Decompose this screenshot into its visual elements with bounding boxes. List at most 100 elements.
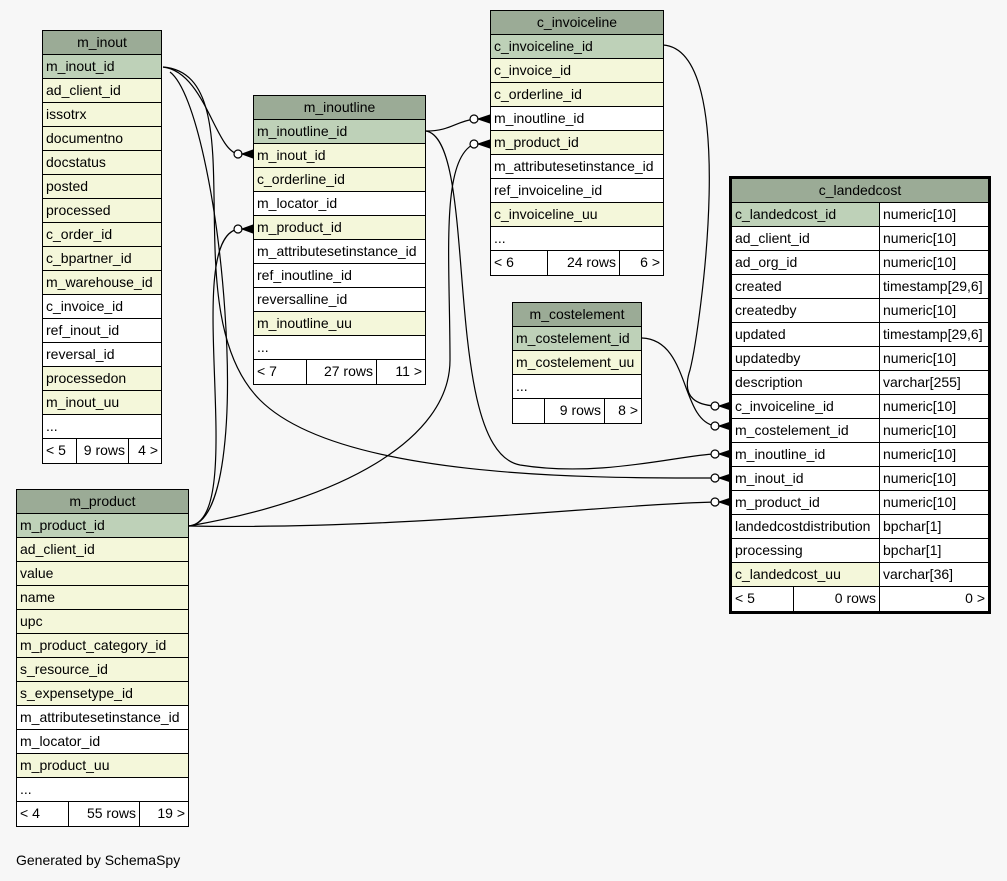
- footer-children[interactable]: 19 >: [157, 805, 185, 821]
- column-name[interactable]: updated: [732, 323, 880, 346]
- table-title[interactable]: m_product: [17, 490, 188, 514]
- column-row[interactable]: processedon: [43, 367, 161, 391]
- column-name[interactable]: c_landedcost_uu: [732, 563, 880, 586]
- table-title[interactable]: m_costelement: [513, 303, 641, 327]
- footer-children[interactable]: 4 >: [138, 442, 158, 458]
- column-row[interactable]: m_attributesetinstance_id: [254, 240, 425, 264]
- footer-parents[interactable]: < 5: [732, 587, 794, 611]
- column-row[interactable]: m_product_id: [254, 216, 425, 240]
- table-c_invoiceline[interactable]: c_invoiceline c_invoiceline_id c_invoice…: [490, 10, 664, 276]
- footer-children[interactable]: 0 >: [965, 590, 985, 606]
- column-row[interactable]: m_product_id: [491, 131, 663, 155]
- column-name[interactable]: description: [732, 371, 880, 394]
- footer-children[interactable]: 6 >: [640, 254, 660, 270]
- column-name[interactable]: landedcostdistribution: [732, 515, 880, 538]
- column-name[interactable]: m_inoutline_id: [732, 443, 880, 466]
- table-title[interactable]: m_inout: [43, 31, 161, 55]
- column-row[interactable]: m_attributesetinstance_id: [491, 155, 663, 179]
- column-name[interactable]: ad_client_id: [732, 227, 880, 250]
- column-row[interactable]: c_orderline_id: [254, 168, 425, 192]
- column-name[interactable]: updatedby: [732, 347, 880, 370]
- column-row[interactable]: reversal_id: [43, 343, 161, 367]
- column-row[interactable]: reversalline_id: [254, 288, 425, 312]
- footer-parents[interactable]: < 4: [17, 802, 69, 826]
- table-m_costelement[interactable]: m_costelement m_costelement_id m_costele…: [512, 302, 642, 424]
- column-row[interactable]: s_resource_id: [17, 658, 188, 682]
- column-row[interactable]: c_invoice_id: [43, 295, 161, 319]
- column-row[interactable]: m_warehouse_id: [43, 271, 161, 295]
- column-name[interactable]: createdby: [732, 299, 880, 322]
- column-row[interactable]: m_inoutline_id: [491, 107, 663, 131]
- column-row[interactable]: docstatus: [43, 151, 161, 175]
- column-name[interactable]: m_costelement_id: [732, 419, 880, 442]
- column-row[interactable]: m_costelement_uu: [513, 351, 641, 375]
- footer-children[interactable]: 11 >: [395, 363, 422, 379]
- column-row[interactable]: m_locator_id: [17, 730, 188, 754]
- column-row-more[interactable]: ...: [254, 336, 425, 360]
- column-row[interactable]: posted: [43, 175, 161, 199]
- column-row[interactable]: s_expensetype_id: [17, 682, 188, 706]
- column-row[interactable]: ad_client_id: [43, 79, 161, 103]
- column-row[interactable]: c_order_id: [43, 223, 161, 247]
- column-row[interactable]: c_bpartner_id: [43, 247, 161, 271]
- column-row[interactable]: name: [17, 586, 188, 610]
- column-row[interactable]: c_orderline_id: [491, 83, 663, 107]
- column-row[interactable]: m_inoutline_uu: [254, 312, 425, 336]
- column-row[interactable]: ref_inout_id: [43, 319, 161, 343]
- column-row[interactable]: c_invoiceline_uu: [491, 203, 663, 227]
- column-row[interactable]: ref_inoutline_id: [254, 264, 425, 288]
- footer-parents[interactable]: < 6: [491, 251, 548, 275]
- column-row[interactable]: m_attributesetinstance_id: [17, 706, 188, 730]
- column-row[interactable]: ref_invoiceline_id: [491, 179, 663, 203]
- table-title[interactable]: c_invoiceline: [491, 11, 663, 35]
- column-row[interactable]: upc: [17, 610, 188, 634]
- column-name[interactable]: created: [732, 275, 880, 298]
- footer-parents[interactable]: < 5: [43, 439, 77, 463]
- column-name[interactable]: c_landedcost_id: [732, 203, 880, 226]
- table-m_inout[interactable]: m_inout m_inout_id ad_client_id issotrx …: [42, 30, 162, 464]
- column-row[interactable]: m_inout_uu: [43, 391, 161, 415]
- column-row[interactable]: processed: [43, 199, 161, 223]
- table-m_inoutline[interactable]: m_inoutline m_inoutline_id m_inout_id c_…: [253, 95, 426, 385]
- column-row[interactable]: m_locator_id: [254, 192, 425, 216]
- column-row[interactable]: m_inoutline_id: [254, 120, 425, 144]
- column-row-more[interactable]: ...: [17, 778, 188, 802]
- column-row[interactable]: m_product_category_id: [17, 634, 188, 658]
- footer-parents[interactable]: [513, 399, 545, 423]
- table-m_product[interactable]: m_product m_product_id ad_client_id valu…: [16, 489, 189, 827]
- column-row[interactable]: c_invoice_id: [491, 59, 663, 83]
- column-row-more[interactable]: ...: [43, 415, 161, 439]
- column-name[interactable]: m_inout_id: [732, 467, 880, 490]
- table-title[interactable]: m_inoutline: [254, 96, 425, 120]
- column-name[interactable]: processing: [732, 539, 880, 562]
- column-row[interactable]: documentno: [43, 127, 161, 151]
- column-name[interactable]: c_invoiceline_id: [732, 395, 880, 418]
- footer-children[interactable]: 8 >: [618, 402, 638, 418]
- column-row[interactable]: value: [17, 562, 188, 586]
- column-row[interactable]: issotrx: [43, 103, 161, 127]
- column-row[interactable]: m_product_id: [17, 514, 188, 538]
- column-row[interactable]: m_inout_id: [43, 55, 161, 79]
- column-name[interactable]: m_product_id: [732, 491, 880, 514]
- footer-parents[interactable]: < 7: [254, 360, 307, 384]
- column-name[interactable]: ad_org_id: [732, 251, 880, 274]
- column-row[interactable]: m_costelement_id: [513, 327, 641, 351]
- column-row[interactable]: c_invoiceline_id: [491, 35, 663, 59]
- column-row[interactable]: m_inout_id: [254, 144, 425, 168]
- column-row[interactable]: m_product_uu: [17, 754, 188, 778]
